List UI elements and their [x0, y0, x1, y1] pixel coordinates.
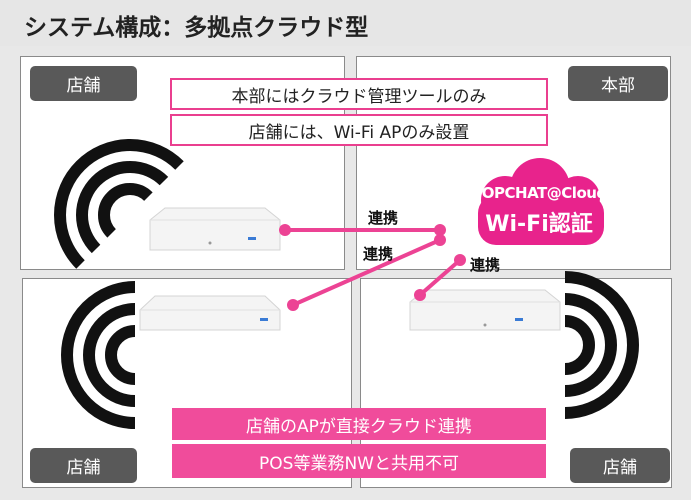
shared-network-note: POS等業務NWと共用不可: [172, 444, 546, 478]
access-point-icon: [139, 295, 281, 331]
store-tag: 店舗: [570, 448, 670, 483]
logo-subtitle: Wi-Fi認証: [485, 212, 593, 237]
link-endpoint: [279, 224, 466, 311]
hq-only-callout: 本部にはクラウド管理ツールのみ: [170, 78, 548, 110]
page-title: システム構成：多拠点クラウド型: [24, 15, 369, 41]
cloud-logo-icon: [478, 158, 604, 245]
logo-brand: POPCHAT@Cloud: [471, 184, 607, 202]
link-label: 連携: [470, 256, 501, 274]
access-point-icon: [409, 289, 561, 331]
title-bar: [0, 0, 691, 46]
hq-tag: 本部: [568, 66, 668, 101]
store-tag: 店舗: [30, 66, 137, 101]
store-tag: 店舗: [30, 448, 137, 483]
link-label: 連携: [368, 209, 399, 227]
link-label: 連携: [363, 245, 394, 263]
stores-ap-callout: 店舗には、Wi-Fi APのみ設置: [170, 114, 548, 146]
wifi-signal-icon: [564, 271, 639, 419]
wifi-signal-icon: [61, 281, 136, 429]
link-line: [285, 228, 462, 307]
access-point-icon: [149, 207, 281, 251]
wifi-signal-icon: [54, 139, 184, 269]
direct-cloud-note: 店舗のAPが直接クラウド連携: [172, 408, 546, 440]
